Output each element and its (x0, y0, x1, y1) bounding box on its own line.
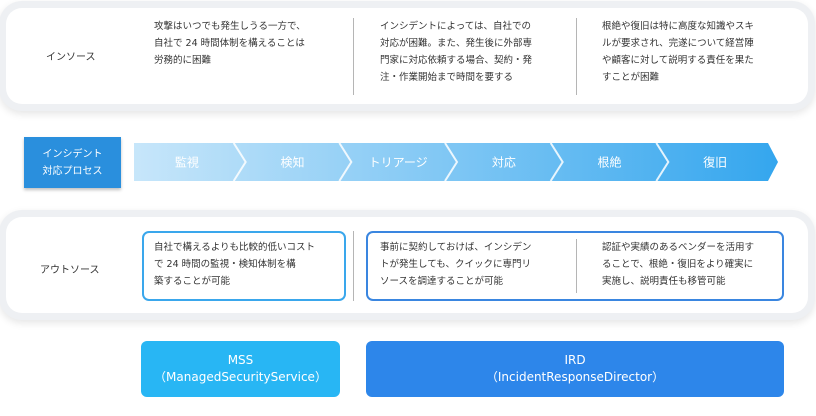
ird-box: IRD （IncidentResponseDirector） (366, 341, 784, 397)
insource-label: インソース (46, 52, 96, 63)
divider (576, 18, 577, 95)
mss-scope-outline (142, 231, 346, 301)
outsource-cell-recovery: 認証や実績のあるベンダーを活用す ることで、根絶・復旧をより確実に 実施し、説明… (602, 239, 782, 290)
process-step-label: 対応 (492, 156, 516, 170)
process-step-label: 監視 (175, 155, 199, 170)
cell-line: ることで、根絶・復旧をより確実に (602, 259, 754, 270)
process-step-label: 検知 (280, 156, 304, 170)
cell-line: 事前に契約しておけば、インシデン (380, 242, 532, 253)
cell-line: 対応が困難。また、発生後に外部専 (380, 38, 533, 49)
outsource-panel: アウトソース 自社で構えるよりも比較的低いコスト で 24 時間の監視・検知体制… (6, 217, 808, 313)
insource-cell-monitoring: 攻撃はいつでも発生しうる一方で、 自社で 24 時間体制を構えることは 労務的に… (154, 18, 354, 69)
outsource-label: アウトソース (40, 265, 100, 276)
insource-cell-recovery: 根絶や復旧は特に高度な知識やスキ ルが要求され、完遂について経営陣 や顧客に対し… (602, 18, 802, 86)
divider (576, 239, 577, 293)
ird-subtitle: （IncidentResponseDirector） (485, 370, 665, 384)
cell-line: 自社で構えるよりも比較的低いコスト (154, 242, 316, 253)
mss-box: MSS （ManagedSecurityService） (141, 341, 340, 397)
process-label: インシデント 対応プロセス (24, 137, 121, 188)
mss-subtitle: （ManagedSecurityService） (154, 370, 327, 384)
cell-line: 攻撃はいつでも発生しうる一方で、 (154, 21, 306, 32)
cell-line: 労務的に困難 (154, 55, 212, 66)
process-step-label: トリアージ (369, 156, 428, 170)
cell-line: 根絶や復旧は特に高度な知識やスキ (602, 21, 755, 32)
process-label-line1: インシデント (42, 148, 103, 160)
chevron-separator (549, 143, 564, 181)
cell-line: 門家に対応依頼する場合、契約・発 (380, 55, 533, 66)
cell-line: 自社で 24 時間体制を構えることは (154, 38, 305, 49)
cell-line: トが発生しても、クイックに専門リ (380, 259, 531, 270)
ird-title: IRD (564, 353, 586, 367)
cell-line: や顧客に対して説明する責任を果た (602, 55, 754, 66)
insource-cell-response: インシデントによっては、自社での 対応が困難。また、発生後に外部専 門家に対応依… (380, 18, 580, 86)
cell-line: 認証や実績のあるベンダーを活用す (602, 242, 755, 253)
cell-line: 実施し、説明責任も移管可能 (602, 276, 726, 287)
chevron-separator (444, 143, 459, 181)
mss-title: MSS (227, 353, 254, 367)
process-arrow: 監視 検知 トリアージ 対応 根絶 復旧 (134, 143, 778, 181)
divider (353, 18, 354, 95)
process-label-line2: 対応プロセス (42, 165, 103, 177)
cell-line: すことが困難 (602, 72, 660, 83)
cell-line: 注・作業開始まで時間を要する (380, 72, 514, 83)
cell-line: で 24 時間の監視・検知体制を構 (154, 259, 296, 270)
chevron-separator (655, 143, 670, 181)
process-step-label: 復旧 (703, 155, 727, 170)
chevron-separator (338, 143, 353, 181)
chevron-separator (232, 143, 247, 181)
cell-line: 築することが可能 (154, 276, 231, 287)
outsource-cell-monitoring: 自社で構えるよりも比較的低いコスト で 24 時間の監視・検知体制を構 築するこ… (154, 239, 344, 290)
process-step-label: 根絶 (597, 155, 621, 170)
cell-line: ソースを調達することが可能 (380, 276, 504, 287)
cell-line: ルが要求され、完遂について経営陣 (602, 38, 754, 49)
divider (353, 231, 354, 301)
cell-line: インシデントによっては、自社での (380, 21, 532, 32)
outsource-cell-response: 事前に契約しておけば、インシデン トが発生しても、クイックに専門リ ソースを調達… (380, 239, 576, 290)
insource-panel: インソース 攻撃はいつでも発生しうる一方で、 自社で 24 時間体制を構えること… (6, 8, 808, 104)
ird-scope-outline (366, 231, 784, 301)
